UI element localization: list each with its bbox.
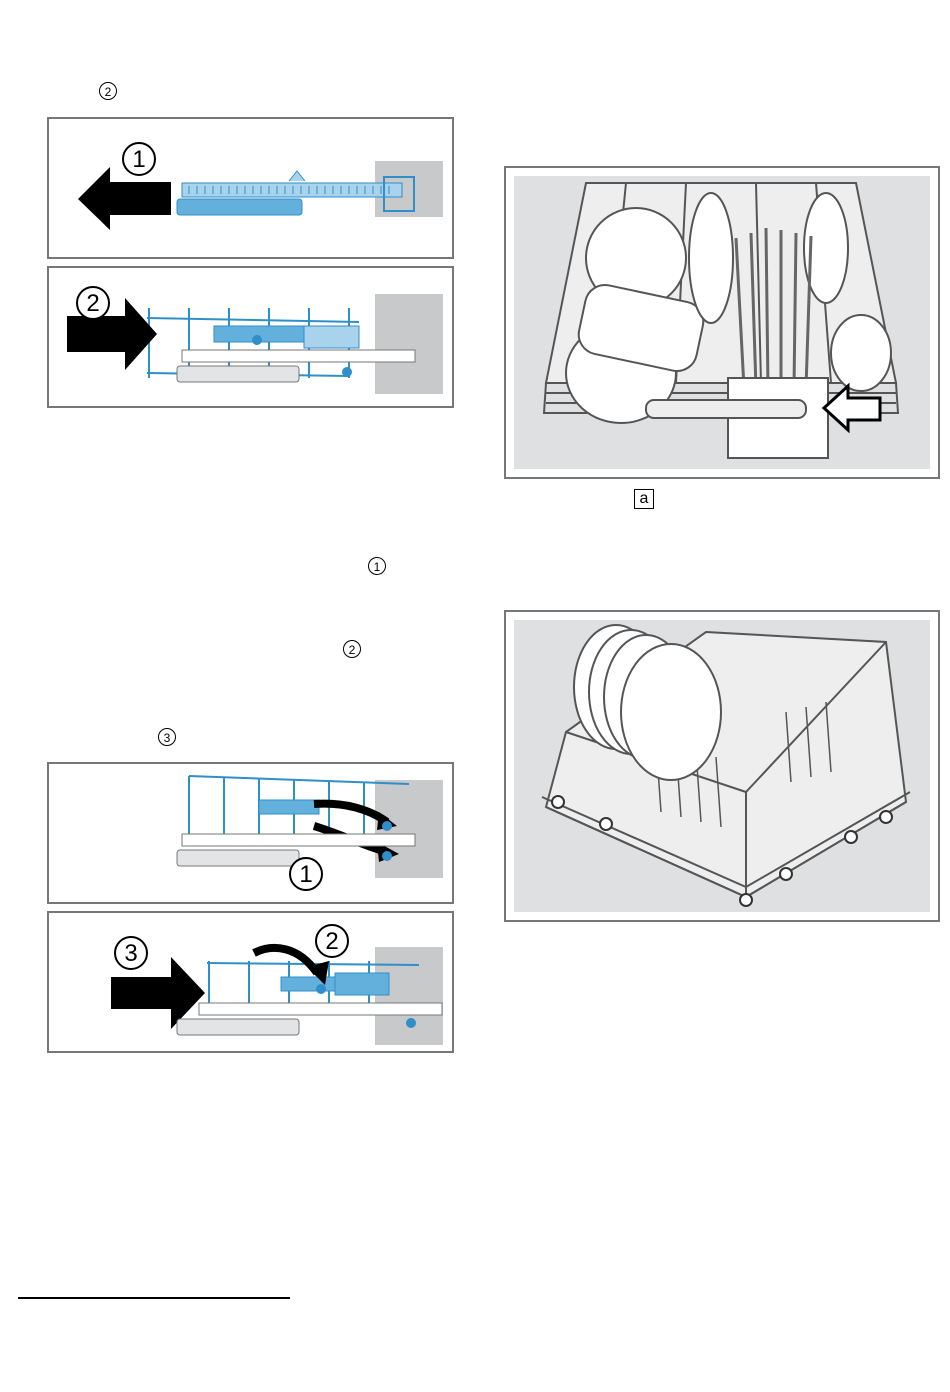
step-marker-3: 3 xyxy=(158,728,176,746)
figure-number-1b: 1 xyxy=(299,861,312,888)
arrow-left-icon xyxy=(78,167,171,230)
figure-number-3: 3 xyxy=(124,940,137,967)
figure-rail-slide-in: 2 xyxy=(47,266,454,408)
figure-number-1: 1 xyxy=(132,146,145,173)
figure-number-2b: 2 xyxy=(325,928,338,955)
figure-lower-basket xyxy=(504,610,940,922)
label-a: a xyxy=(634,489,654,509)
step-marker-1: 1 xyxy=(368,557,386,575)
figure-rail-slide-out: 1 xyxy=(47,117,454,259)
footnote-separator xyxy=(18,1297,290,1299)
step-marker-2: 2 xyxy=(99,82,117,100)
figure-upper-basket xyxy=(504,166,940,479)
figure-number-2: 2 xyxy=(86,290,99,317)
figure-unhook: 1 xyxy=(47,762,454,904)
step-marker-2b: 2 xyxy=(343,640,361,658)
figure-rehook: 2 3 xyxy=(47,911,454,1053)
